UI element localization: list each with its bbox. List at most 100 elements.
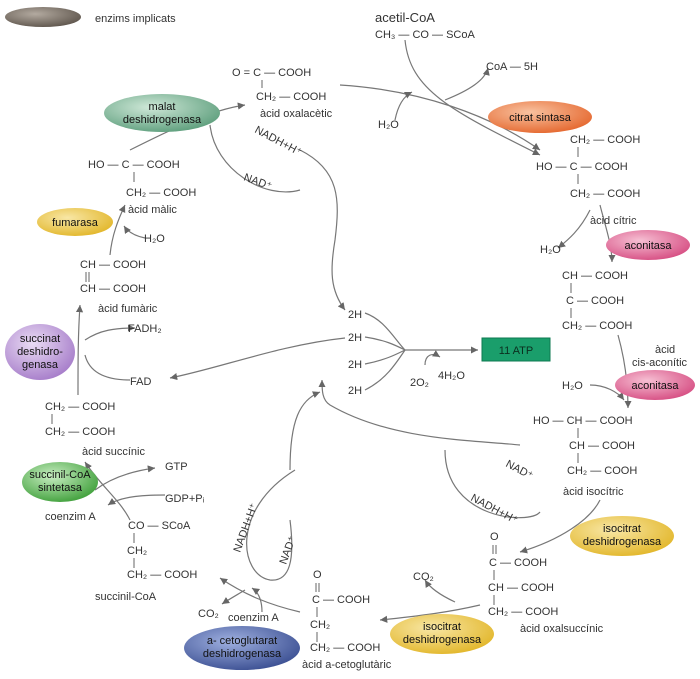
svg-text:CH₃ — CO — SCoA: CH₃ — CO — SCoA: [375, 29, 475, 41]
arrow-co2-iso-out: [424, 579, 456, 603]
svg-text:sintetasa: sintetasa: [38, 482, 83, 494]
2h-label-2: 2H: [348, 332, 362, 344]
svg-text:malat: malat: [149, 101, 176, 113]
o2-label: 2O₂: [410, 377, 429, 389]
gtp-label: GTP: [165, 461, 188, 473]
co2-keto-label: CO₂: [198, 608, 219, 620]
arrow-h2o-aco2-in: [589, 384, 625, 401]
svg-text:deshidrogenasa: deshidrogenasa: [203, 648, 282, 660]
svg-text:genasa: genasa: [22, 359, 59, 371]
arrow-top-2h: [299, 149, 346, 311]
enzyme-fumarasa: fumarasa: [37, 208, 113, 236]
h2o-atp-label: 4H₂O: [438, 370, 465, 382]
svg-text:CH₂: CH₂: [127, 545, 147, 557]
arrow-nad-loop-iso: [444, 449, 541, 519]
arrow-fadh2-out: [84, 324, 136, 341]
legend-swatch: [5, 7, 81, 27]
svg-text:àcid oxalacètic: àcid oxalacètic: [260, 108, 333, 120]
molecule-succinic: CH₂ — COOH CH₂ — COOH àcid succínic: [45, 401, 145, 458]
arrow-succinil-to-succinic: [84, 461, 131, 521]
svg-text:CH₂ — COOH: CH₂ — COOH: [567, 465, 637, 477]
nad-isocitrat-label: NAD⁺: [504, 458, 535, 482]
arrow-gtp-out: [94, 465, 156, 491]
svg-text:àcid fumàric: àcid fumàric: [98, 303, 158, 315]
svg-text:àcid màlic: àcid màlic: [128, 204, 177, 216]
molecule-cis-aconitic: CH — COOH C — COOH CH₂ — COOH àcid cis-a…: [562, 270, 688, 369]
svg-text:cis-aconític: cis-aconític: [632, 357, 688, 369]
svg-text:àcid oxalsuccínic: àcid oxalsuccínic: [520, 623, 604, 635]
2h-label-1: 2H: [348, 309, 362, 321]
enzyme-aconitasa-1: aconitasa: [606, 230, 690, 260]
svg-text:deshidrogenasa: deshidrogenasa: [403, 634, 482, 646]
enzyme-acetoglutarat-deshidrogenasa: a- cetoglutarat deshidrogenasa: [184, 626, 300, 670]
svg-text:C — COOH: C — COOH: [312, 594, 370, 606]
svg-text:CH — COOH: CH — COOH: [488, 582, 554, 594]
molecule-fumaric: CH — COOH CH — COOH àcid fumàric: [80, 259, 158, 315]
arrow-isocitric-to-oxalsuccinic: [519, 499, 601, 554]
svg-text:CH — COOH: CH — COOH: [80, 283, 146, 295]
nad-keto-label: NAD⁺: [278, 534, 299, 566]
svg-text:HO — C — COOH: HO — C — COOH: [536, 161, 628, 173]
nadh-keto-label: NADH+H⁺: [232, 501, 261, 554]
svg-text:succinil-CoA: succinil-CoA: [29, 469, 91, 481]
svg-text:O: O: [313, 569, 322, 581]
nadh-isocitrat-label: NADH+H⁺: [469, 492, 520, 527]
arrow-co2-keto-out: [221, 589, 246, 605]
arrow-iso-2h: [318, 379, 521, 446]
svg-text:CH₂ — COOH: CH₂ — COOH: [45, 426, 115, 438]
svg-text:àcid isocítric: àcid isocítric: [563, 486, 624, 498]
molecule-oxalsuccinic: O C — COOH CH — COOH CH₂ — COOH àcid oxa…: [488, 531, 604, 635]
fad-label: FAD: [130, 376, 151, 388]
enzyme-succinil-coa-sintetasa: succinil-CoA sintetasa: [22, 462, 98, 502]
svg-text:aconitasa: aconitasa: [624, 240, 672, 252]
arrow-acetil-to-citric: [404, 39, 541, 156]
2h-label-4: 2H: [348, 385, 362, 397]
h2o-fumarasa-label: H₂O: [144, 233, 165, 245]
molecule-citric: CH₂ — COOH HO — C — COOH CH₂ — COOH àcid…: [536, 134, 640, 227]
fadh2-label: FADH₂: [128, 323, 162, 335]
atp-box: 11 ATP: [481, 337, 551, 362]
arrow-2h4-atp: [364, 349, 406, 391]
enzyme-isocitrat-deshidrogenasa-1: isocitrat deshidrogenasa: [570, 516, 674, 556]
enzyme-isocitrat-deshidrogenasa-2: isocitrat deshidrogenasa: [390, 614, 494, 654]
svg-text:CH₂ — COOH: CH₂ — COOH: [126, 187, 196, 199]
enzyme-malat-deshidrogenasa: malat deshidrogenasa: [104, 94, 220, 132]
arrow-gdp-in: [107, 494, 166, 506]
molecule-a-cetoglutaric: O C — COOH CH₂ CH₂ — COOH àcid a-cetoglu…: [302, 569, 392, 671]
molecule-succinil-coa: CO — SCoA CH₂ CH₂ — COOH succinil-CoA: [95, 520, 197, 603]
svg-text:succinat: succinat: [20, 333, 60, 345]
svg-text:acetil-CoA: acetil-CoA: [375, 10, 435, 25]
svg-text:C — COOH: C — COOH: [566, 295, 624, 307]
molecule-malic: HO — C — COOH CH₂ — COOH àcid màlic: [88, 159, 196, 216]
svg-text:CH₂: CH₂: [310, 619, 330, 631]
svg-text:aconitasa: aconitasa: [631, 380, 679, 392]
arrow-h2o-in: [394, 91, 413, 121]
svg-text:C — COOH: C — COOH: [489, 557, 547, 569]
arrow-2h3-atp: [364, 349, 406, 365]
arrow-coa-out: [444, 67, 490, 101]
arrow-h2o-aco1-out: [557, 209, 591, 249]
svg-text:succinil-CoA: succinil-CoA: [95, 591, 157, 603]
atp-label: 11 ATP: [499, 345, 533, 357]
arrow-oxalacetic-to-citric: [339, 84, 541, 151]
coa-5h-label: CoA — 5H: [486, 61, 538, 73]
nad-top-label: NAD⁺: [242, 172, 274, 193]
enzyme-succinat-deshidrogenasa: succinat deshidro- genasa: [5, 324, 75, 380]
molecule-oxalacetic: O = C — COOH CH₂ — COOH àcid oxalacètic: [232, 67, 333, 120]
svg-text:CH₂ — COOH: CH₂ — COOH: [488, 606, 558, 618]
arrow-fad-2h: [169, 337, 346, 381]
svg-text:àcid a-cetoglutàric: àcid a-cetoglutàric: [302, 659, 392, 671]
svg-text:a- cetoglutarat: a- cetoglutarat: [207, 635, 277, 647]
svg-text:isocitrat: isocitrat: [603, 523, 641, 535]
molecule-isocitric: HO — CH — COOH CH — COOH CH₂ — COOH àcid…: [533, 415, 637, 498]
h2o-aconitasa2-label: H₂O: [562, 380, 583, 392]
svg-text:deshidro-: deshidro-: [17, 346, 63, 358]
arrow-nad-loop-top: [209, 124, 301, 193]
svg-text:CH₂ — COOH: CH₂ — COOH: [570, 134, 640, 146]
gdp-label: GDP+Pᵢ: [165, 493, 205, 505]
arrow-2h2-atp: [364, 336, 406, 351]
arrow-oxalsuccinic-to-ketoglutaric: [379, 604, 481, 623]
svg-text:CH₂ — COOH: CH₂ — COOH: [562, 320, 632, 332]
co2-isocitrat-label: CO₂: [413, 571, 434, 583]
